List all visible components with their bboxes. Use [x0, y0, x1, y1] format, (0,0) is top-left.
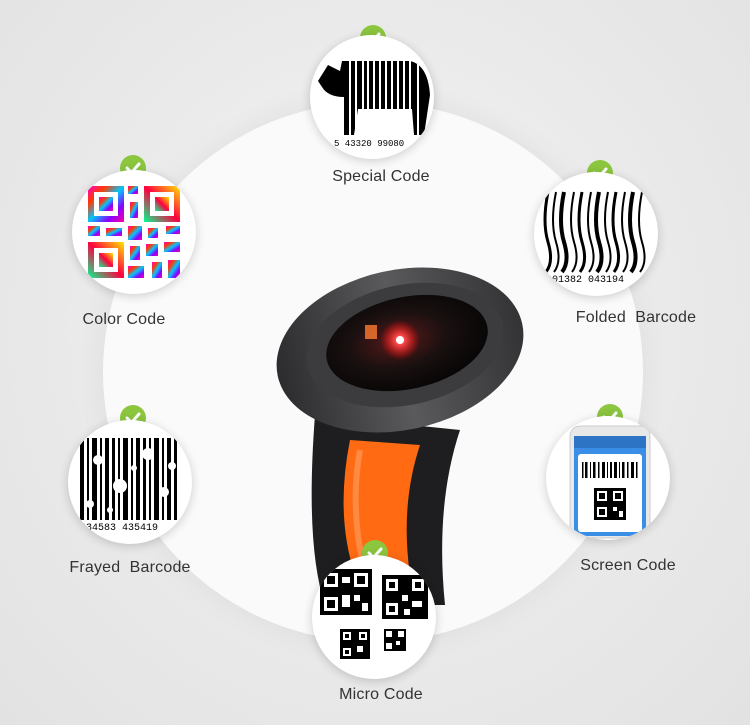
micro-qr-icon: [320, 569, 428, 659]
micro-code-label: Micro Code: [339, 686, 423, 703]
cow-barcode-icon: 5 43320 99080: [318, 61, 430, 149]
frayed-barcode-label: Frayed Barcode: [69, 559, 191, 576]
special-code-digits: 5 43320 99080: [334, 139, 404, 149]
folded-barcode-digits: 901382 043194: [546, 275, 624, 286]
phone-qr-icon: [569, 425, 651, 539]
frayed-barcode-bubble: 234583 435419: [68, 420, 192, 544]
screen-code-bubble: [546, 416, 670, 540]
frayed-barcode-icon: 234583 435419: [80, 438, 177, 534]
barcode-scanner-image: [276, 267, 524, 605]
screen-code-label: Screen Code: [580, 557, 676, 574]
special-code-label: Special Code: [332, 168, 430, 185]
color-code-label: Color Code: [82, 311, 166, 328]
wavy-barcode-icon: 901382 043194: [543, 191, 646, 286]
color-code-bubble: [72, 170, 196, 294]
micro-code-bubble: [312, 555, 436, 679]
folded-barcode-bubble: 901382 043194: [534, 172, 658, 296]
rainbow-qr-icon: [88, 186, 180, 278]
frayed-barcode-digits: 234583 435419: [80, 523, 158, 534]
folded-barcode-label: Folded Barcode: [575, 309, 697, 326]
special-code-bubble: 5 43320 99080: [310, 35, 434, 159]
